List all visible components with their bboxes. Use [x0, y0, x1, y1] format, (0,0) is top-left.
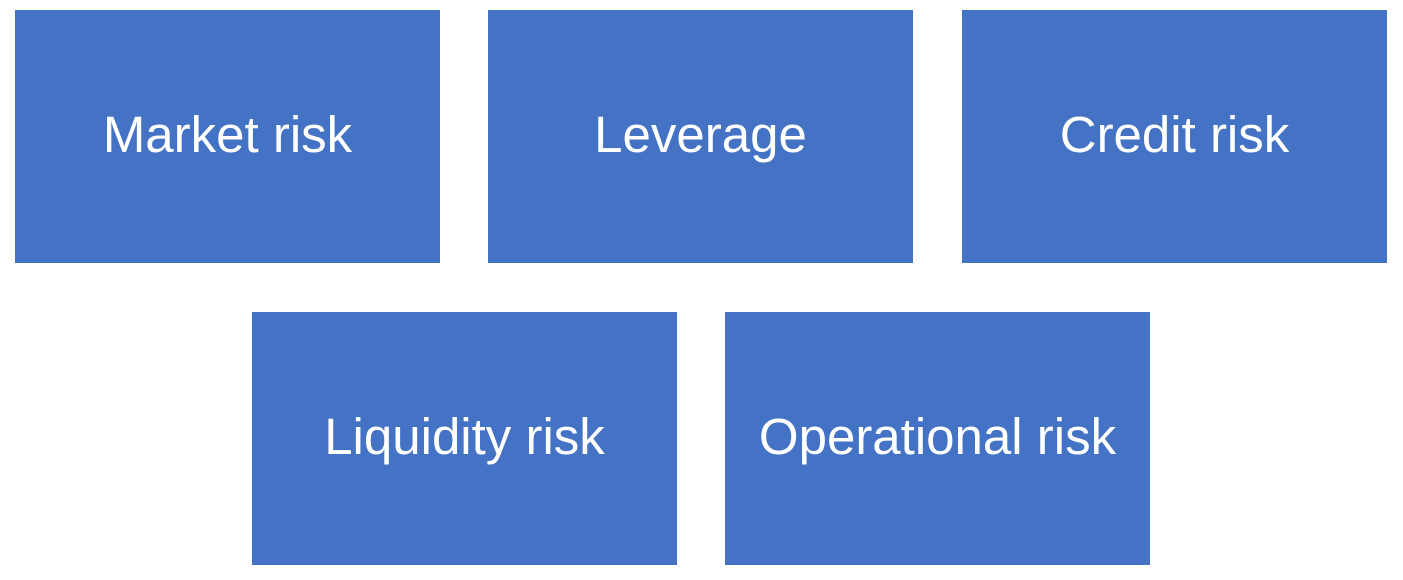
leverage-box: Leverage	[488, 10, 913, 263]
liquidity-risk-box: Liquidity risk	[252, 312, 677, 565]
operational-risk-label: Operational risk	[758, 408, 1117, 465]
operational-risk-box: Operational risk	[725, 312, 1150, 565]
credit-risk-box: Credit risk	[962, 10, 1387, 263]
credit-risk-label: Credit risk	[1059, 106, 1290, 163]
market-risk-label: Market risk	[102, 106, 353, 163]
liquidity-risk-label: Liquidity risk	[324, 408, 605, 465]
leverage-label: Leverage	[594, 106, 807, 163]
market-risk-box: Market risk	[15, 10, 440, 263]
